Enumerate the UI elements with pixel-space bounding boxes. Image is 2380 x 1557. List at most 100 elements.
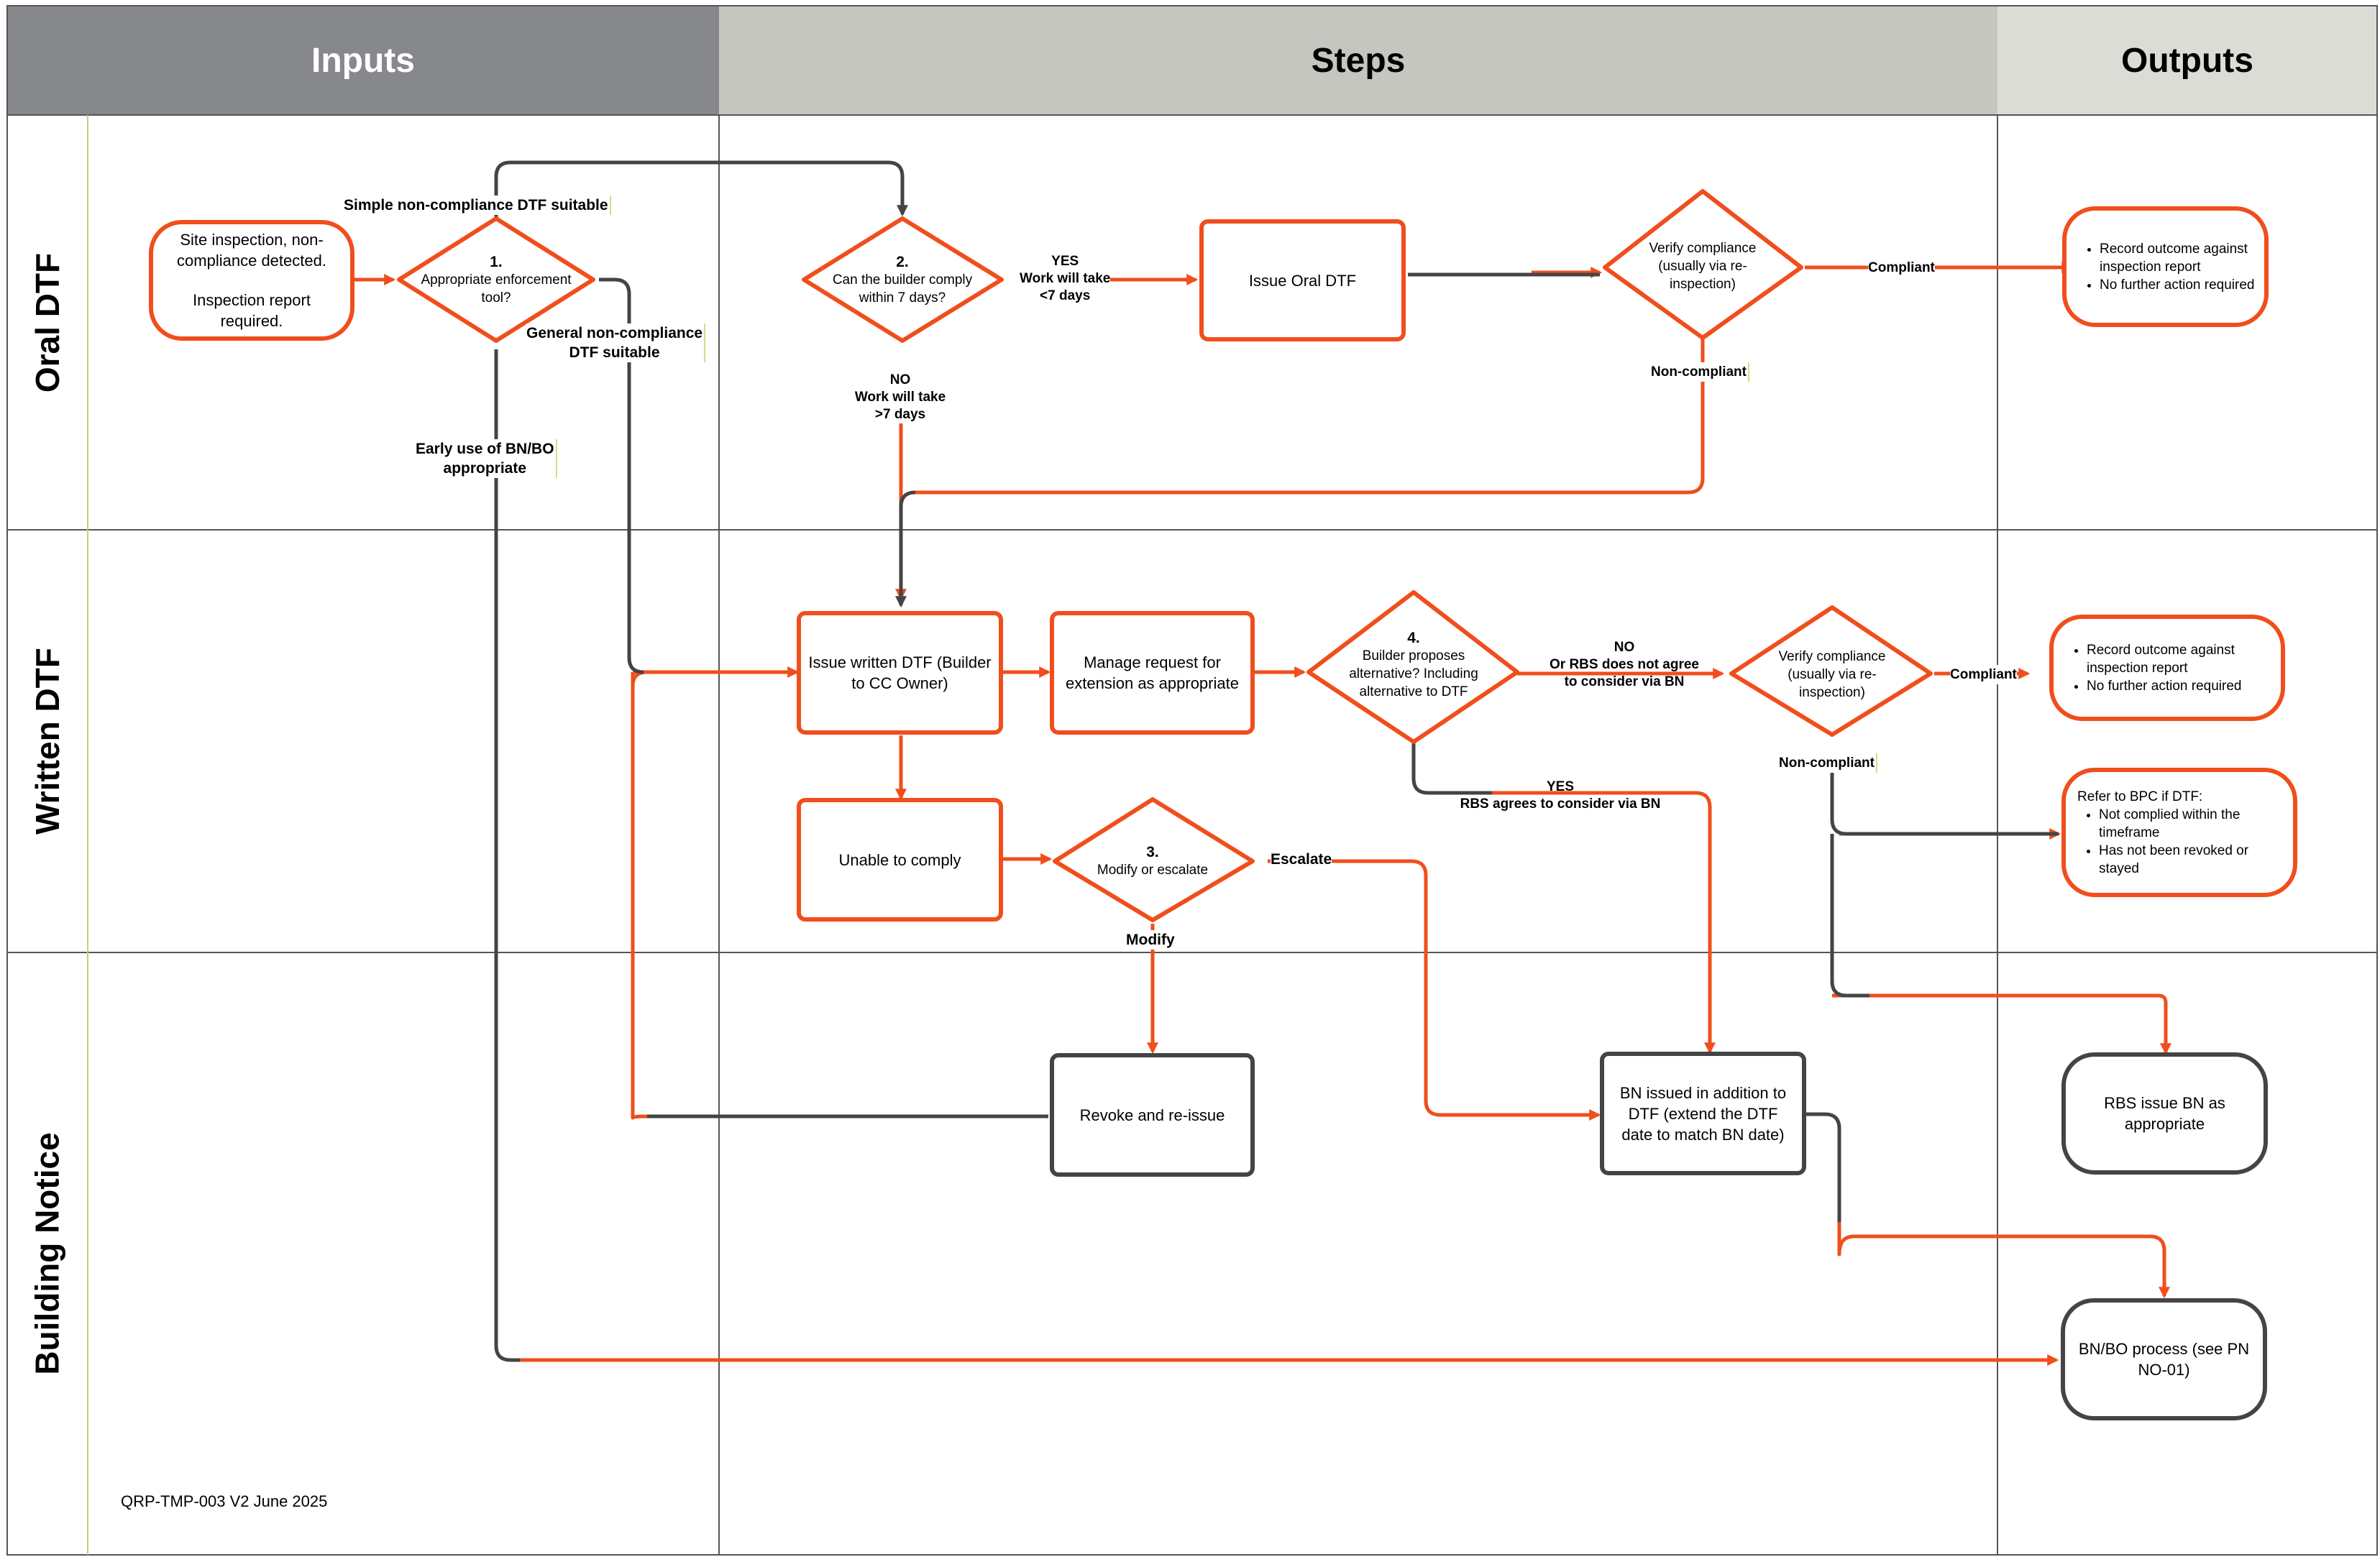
label-general-line2: DTF suitable	[569, 344, 660, 361]
label-no-oral-2: Work will take	[854, 390, 946, 405]
label-general-noncompliance: General non-compliance DTF suitable	[526, 323, 706, 362]
connectors-grey	[494, 160, 2059, 1362]
header-steps-bg	[719, 6, 1997, 115]
label-yes-oral-1: YES	[1051, 254, 1079, 269]
decision-3-text: 3. Modify or escalate	[1079, 825, 1227, 897]
label-yes-rbs-agrees: YES RBS agrees to consider via BN	[1452, 778, 1668, 813]
label-early-use-bnbo: Early use of BN/BO appropriate	[416, 439, 557, 478]
label-general-line1: General non-compliance	[526, 325, 703, 341]
record-outcome-written-item-2: No further action required	[2087, 677, 2274, 695]
node-record-outcome-written: Record outcome against inspection report…	[2049, 615, 2285, 721]
node-bn-issued: BN issued in addition to DTF (extend the…	[1600, 1052, 1806, 1175]
site-inspection-line2: Inspection report required.	[193, 291, 311, 330]
node-bnbo-process: BN/BO process (see PN NO-01)	[2061, 1298, 2267, 1420]
record-outcome-written-list: Record outcome against inspection report…	[2061, 641, 2274, 695]
decision-1-shape	[397, 216, 595, 343]
node-manage-request: Manage request for extension as appropri…	[1050, 611, 1255, 735]
header-inputs-bg	[7, 6, 719, 115]
label-no-rbs-does-not-agree: NO Or RBS does not agree to consider via…	[1544, 639, 1704, 691]
label-no4-3: to consider via BN	[1564, 674, 1685, 689]
label-escalate: Escalate	[1271, 850, 1332, 869]
node-record-outcome-oral: Record outcome against inspection report…	[2062, 206, 2269, 327]
label-noncompliant-written: Non-compliant	[1779, 753, 1877, 773]
decision-4-number: 4.	[1407, 630, 1420, 646]
label-no-oral-3: >7 days	[874, 407, 926, 422]
record-outcome-oral-list: Record outcome against inspection report…	[2074, 240, 2257, 294]
decision-1-text: 1. Appropriate enforcement tool?	[421, 230, 572, 329]
decision-3-number: 3.	[1146, 844, 1159, 860]
lane-written-dtf-label: Written DTF	[29, 648, 67, 835]
decision-2-label: Can the builder comply within 7 days?	[832, 272, 973, 306]
lane-written-dtf: Written DTF	[7, 530, 88, 952]
lane-oral-dtf: Oral DTF	[7, 115, 88, 530]
label-no-over-7-days: NO Work will take >7 days	[850, 372, 951, 423]
issue-written-dtf-text: Issue written DTF (Builder to CC Owner)	[808, 653, 992, 692]
verify-written-text: Verify compliance (usually via re-inspec…	[1760, 624, 1904, 725]
verify-oral-text: Verify compliance (usually via re-inspec…	[1631, 216, 1775, 316]
manage-request-text: Manage request for extension as appropri…	[1066, 653, 1239, 692]
header-outputs-bg	[1997, 6, 2377, 115]
refer-to-bpc-item-1: Not complied within the timeframe	[2099, 806, 2286, 842]
record-outcome-oral-item-1: Record outcome against inspection report	[2100, 240, 2257, 276]
label-yes-under-7-days: YES Work will take <7 days	[1020, 253, 1111, 305]
node-site-inspection: Site inspection, non-compliance detected…	[149, 220, 354, 341]
label-early-line2: appropriate	[443, 460, 527, 477]
header-steps: Steps	[1311, 41, 1406, 80]
node-refer-to-bpc: Refer to BPC if DTF: Not complied within…	[2061, 768, 2297, 897]
refer-to-bpc-item-2: Has not been revoked or stayed	[2099, 842, 2286, 878]
label-simple-noncompliance: Simple non-compliance DTF suitable	[344, 196, 611, 215]
verify-written-label: Verify compliance (usually via re-inspec…	[1778, 648, 1886, 700]
label-yes4-1: YES	[1546, 779, 1575, 794]
refer-to-bpc-lead: Refer to BPC if DTF:	[2077, 789, 2203, 804]
decision-4-label: Builder proposes alternative? Including …	[1349, 648, 1478, 699]
header-outputs: Outputs	[2121, 41, 2253, 80]
revoke-and-reissue-text: Revoke and re-issue	[1079, 1106, 1225, 1124]
decision-3-shape	[1053, 797, 1255, 922]
decision-2-text: 2. Can the builder comply within 7 days?	[816, 237, 989, 322]
site-inspection-line1: Site inspection, non-compliance detected…	[177, 231, 326, 270]
lane-label-column	[7, 115, 88, 1555]
lane-building-notice-label: Building Notice	[29, 1132, 67, 1375]
record-outcome-written-item-1: Record outcome against inspection report	[2087, 641, 2274, 677]
bn-issued-text: BN issued in addition to DTF (extend the…	[1619, 1083, 1787, 1144]
label-no-oral-1: NO	[889, 372, 911, 387]
label-noncompliant-oral: Non-compliant	[1651, 362, 1749, 382]
decision-2-shape	[802, 216, 1004, 343]
swimlane-grid	[6, 5, 2378, 1556]
verify-oral-shape	[1603, 189, 1803, 340]
connectors-orange	[354, 261, 2172, 1367]
node-issue-written-dtf: Issue written DTF (Builder to CC Owner)	[797, 611, 1003, 735]
decision-3-label: Modify or escalate	[1097, 863, 1209, 878]
refer-to-bpc-list: Not complied within the timeframe Has no…	[2073, 806, 2286, 878]
label-early-line1: Early use of BN/BO	[416, 441, 554, 457]
lane-building-notice: Building Notice	[7, 952, 88, 1555]
decision-4-shape	[1306, 590, 1519, 744]
bnbo-process-text: BN/BO process (see PN NO-01)	[2078, 1340, 2250, 1379]
label-compliant-written: Compliant	[1950, 665, 2017, 684]
label-no4-2: Or RBS does not agree	[1550, 657, 1699, 672]
label-modify: Modify	[1126, 930, 1175, 950]
unable-to-comply-text: Unable to comply	[838, 850, 961, 869]
node-revoke-and-reissue: Revoke and re-issue	[1050, 1053, 1255, 1177]
header-inputs: Inputs	[311, 41, 415, 80]
issue-oral-dtf-text: Issue Oral DTF	[1248, 271, 1357, 290]
decision-1-number: 1.	[490, 253, 503, 270]
node-issue-oral-dtf: Issue Oral DTF	[1199, 219, 1406, 341]
decision-1-label: Appropriate enforcement tool?	[421, 272, 572, 306]
lane-oral-dtf-label: Oral DTF	[29, 252, 66, 392]
verify-oral-label: Verify compliance (usually via re-inspec…	[1649, 240, 1757, 292]
label-yes-oral-2: Work will take	[1020, 271, 1111, 286]
footer-document-code: QRP-TMP-003 V2 June 2025	[121, 1492, 328, 1510]
decision-4-text: 4. Builder proposes alternative? Includi…	[1330, 611, 1497, 719]
decision-shapes	[397, 189, 1933, 922]
rbs-issue-bn-text: RBS issue BN as appropriate	[2104, 1094, 2225, 1133]
node-rbs-issue-bn: RBS issue BN as appropriate	[2061, 1052, 2268, 1175]
label-yes4-2: RBS agrees to consider via BN	[1460, 796, 1661, 812]
label-yes-oral-3: <7 days	[1040, 288, 1091, 303]
verify-written-shape	[1729, 605, 1933, 737]
label-compliant-oral: Compliant	[1868, 258, 1935, 277]
decision-2-number: 2.	[896, 253, 909, 270]
node-unable-to-comply: Unable to comply	[797, 798, 1003, 922]
label-no4-1: NO	[1614, 640, 1635, 655]
